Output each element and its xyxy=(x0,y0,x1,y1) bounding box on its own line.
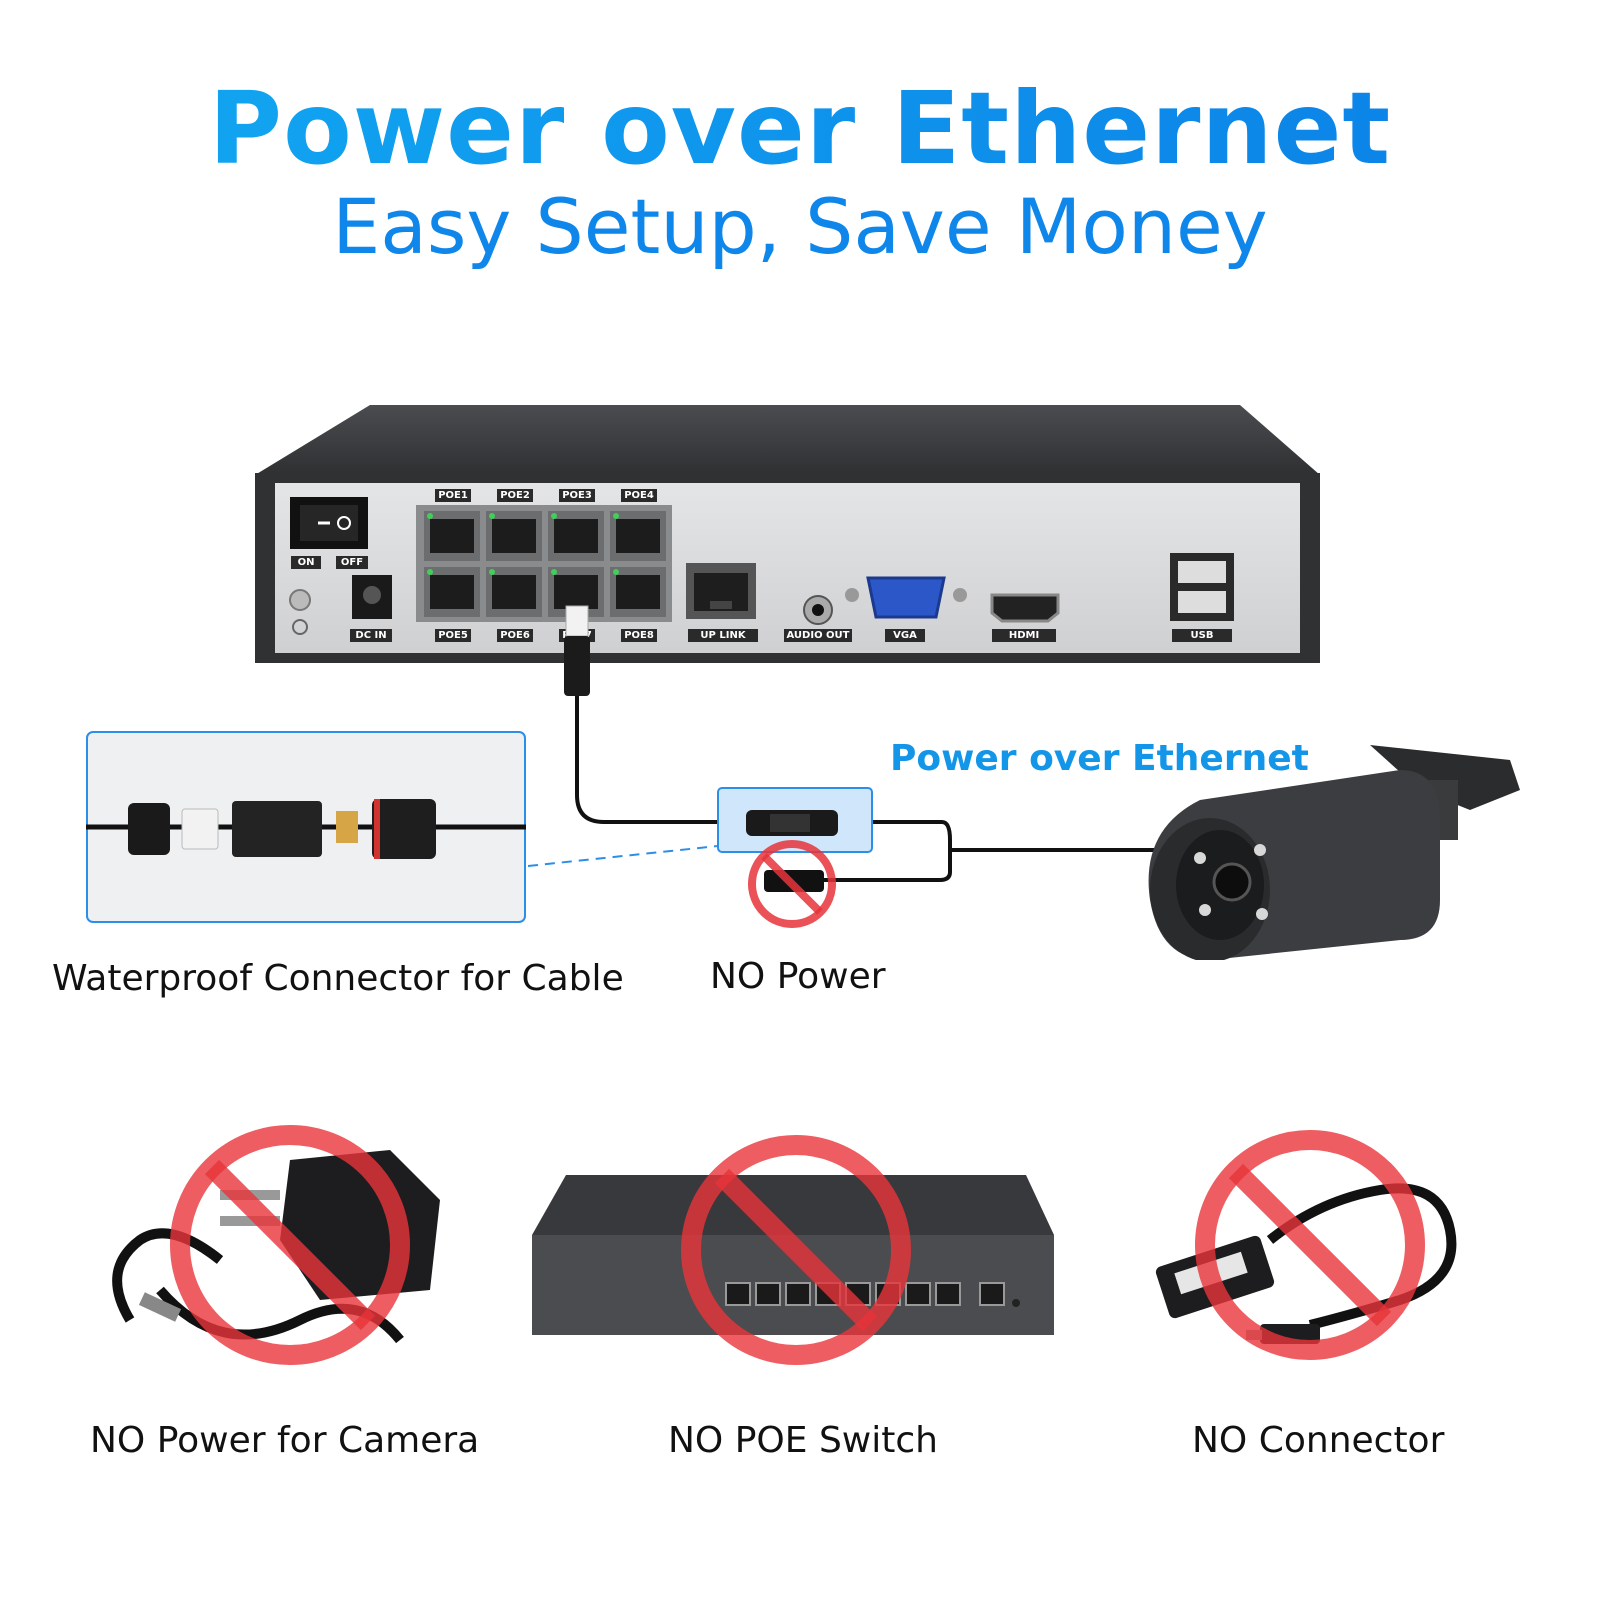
poe-port-label: POE5 xyxy=(435,629,471,642)
no-power-caption: NO Power xyxy=(710,956,886,997)
poe-ports-group xyxy=(424,511,666,617)
usb-cable-icon xyxy=(1155,1130,1457,1360)
waterproof-caption: Waterproof Connector for Cable xyxy=(52,958,624,999)
bullet-camera-icon xyxy=(1148,745,1520,960)
switch-port-icon xyxy=(935,1282,961,1306)
cable-diagram xyxy=(527,605,1520,960)
page-subtitle: Easy Setup, Save Money xyxy=(332,182,1268,271)
rj45-port-icon xyxy=(486,567,542,617)
poe-port-label: POE1 xyxy=(435,489,471,502)
poe-port-label: POE8 xyxy=(621,629,657,642)
power-adapter-icon xyxy=(112,1125,440,1365)
waterproof-connector-icon xyxy=(746,810,838,836)
no-poe-switch-caption: NO POE Switch xyxy=(668,1420,938,1461)
power-switch-icon xyxy=(290,497,368,549)
hdmi-label: HDMI xyxy=(992,629,1056,642)
usb-label: USB xyxy=(1172,629,1232,642)
waterproof-connector-inset xyxy=(86,731,526,923)
uplink-port-icon xyxy=(686,563,756,619)
poe-diagram-label: Power over Ethernet xyxy=(890,738,1309,779)
poe-port-label: POE4 xyxy=(621,489,657,502)
rj45-port-icon xyxy=(610,511,666,561)
uplink-label: UP LINK xyxy=(688,629,758,642)
vga-label: VGA xyxy=(885,629,925,642)
dashed-leader-line xyxy=(527,845,719,867)
ethernet-cable xyxy=(575,696,952,882)
dc-in-label: DC IN xyxy=(350,629,392,642)
ground-screw-icon xyxy=(289,589,311,635)
rj45-port-icon xyxy=(424,511,480,561)
rj45-port-icon xyxy=(610,567,666,617)
switch-port-icon xyxy=(785,1282,811,1306)
switch-off-label: OFF xyxy=(336,556,368,569)
rj45-port-icon xyxy=(548,511,604,561)
network-switch-icon xyxy=(532,1135,1054,1365)
dc-in-jack-icon xyxy=(352,575,392,619)
rj45-port-icon xyxy=(486,511,542,561)
nvr-recorder-image xyxy=(255,405,1320,663)
rj45-plug-icon xyxy=(564,605,590,696)
audio-out-label: AUDIO OUT xyxy=(784,629,852,642)
audio-out-jack-icon xyxy=(803,595,833,625)
page-title: Power over Ethernet xyxy=(0,70,1600,187)
no-connector-caption: NO Connector xyxy=(1192,1420,1445,1461)
poe-port-label: POE6 xyxy=(497,629,533,642)
vga-port-icon xyxy=(845,576,967,619)
no-power-prohibit-icon xyxy=(748,840,836,928)
switch-port-icon xyxy=(979,1282,1005,1306)
switch-port-icon xyxy=(725,1282,751,1306)
no-power-camera-caption: NO Power for Camera xyxy=(90,1420,480,1461)
rj45-port-icon xyxy=(424,567,480,617)
rj45-port-icon xyxy=(548,567,604,617)
usb-ports-icon xyxy=(1170,553,1234,621)
hdmi-port-icon xyxy=(990,593,1060,623)
switch-port-icon xyxy=(755,1282,781,1306)
switch-on-label: ON xyxy=(291,556,321,569)
switch-port-icon xyxy=(905,1282,931,1306)
poe-port-label: POE3 xyxy=(559,489,595,502)
poe-port-label: POE2 xyxy=(497,489,533,502)
